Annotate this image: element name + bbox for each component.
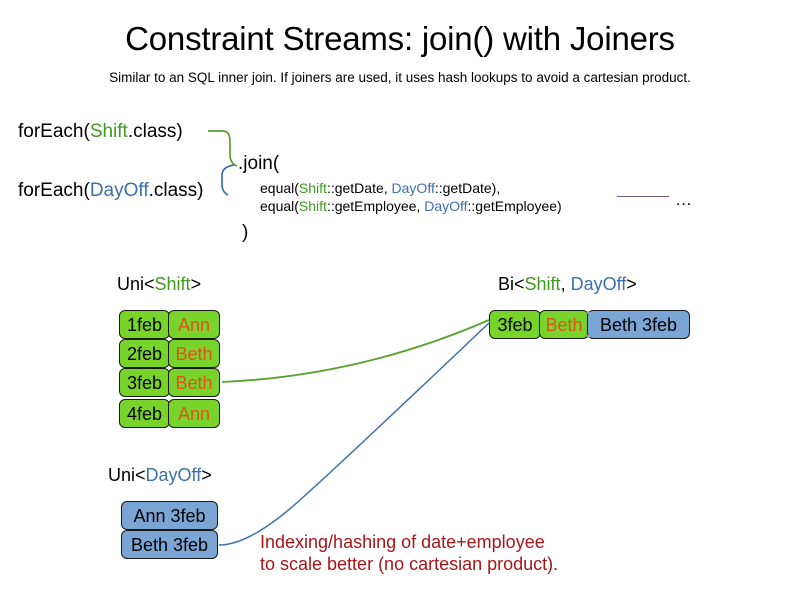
label-bi-prefix: Bi< — [498, 274, 525, 294]
shift-name-cell: Beth — [168, 368, 220, 397]
table-row: 4feb Ann — [119, 399, 220, 428]
code-equal-date-left-type: Shift — [298, 180, 327, 196]
shift-date-cell: 3feb — [119, 368, 170, 397]
bi-tuple-row: 3feb Beth Beth 3feb — [489, 310, 690, 339]
dayoff-cell: Beth 3feb — [121, 530, 218, 559]
code-foreach-shift: forEach(Shift.class) — [18, 121, 183, 143]
table-row: 1feb Ann — [119, 310, 220, 339]
code-join-close: ) — [242, 222, 249, 243]
code-equal-employee: equal(Shift::getEmployee, DayOff::getEmp… — [260, 198, 562, 214]
continuation-rule — [617, 196, 669, 197]
annotation-note: Indexing/hashing of date+employee to sca… — [260, 531, 558, 575]
bi-shift-name-cell: Beth — [539, 310, 589, 339]
code-foreach-shift-prefix: forEach( — [18, 121, 90, 142]
page-subtitle: Similar to an SQL inner join. If joiners… — [109, 70, 691, 85]
shift-date-cell: 4feb — [119, 399, 170, 428]
code-foreach-shift-type: Shift — [89, 121, 128, 142]
connector-shift-to-join-icon — [208, 130, 238, 167]
code-equal-employee-prefix: equal( — [260, 198, 299, 214]
list-item: Beth 3feb — [121, 530, 218, 559]
label-uni-shift-prefix: Uni< — [117, 274, 155, 294]
label-bi-type-shift: Shift — [524, 274, 561, 294]
annotation-line-2: to scale better (no cartesian product). — [260, 554, 559, 574]
code-foreach-dayoff-suffix: .class) — [148, 180, 204, 201]
dayoff-cell: Ann 3feb — [121, 501, 218, 530]
code-equal-date-left-rest: ::getDate, — [326, 180, 392, 196]
code-ellipsis: … — [675, 190, 692, 209]
code-equal-date-prefix: equal( — [260, 180, 299, 196]
code-join-open: .join( — [238, 153, 280, 174]
label-uni-dayoff-prefix: Uni< — [108, 465, 146, 485]
code-foreach-dayoff-prefix: forEach( — [18, 180, 90, 201]
label-bi-separator: , — [560, 274, 571, 294]
code-equal-employee-left-rest: ::getEmployee, — [326, 198, 425, 214]
code-foreach-dayoff: forEach(DayOff.class) — [18, 180, 204, 202]
shift-date-cell: 1feb — [119, 310, 170, 339]
join-corner-dot — [587, 335, 590, 338]
list-item: Ann 3feb — [121, 501, 218, 530]
code-equal-date: equal(Shift::getDate, DayOff::getDate), — [260, 180, 500, 196]
label-bi-suffix: > — [626, 274, 637, 294]
label-uni-shift: Uni<Shift> — [117, 274, 201, 295]
annotation-line-1: Indexing/hashing of date+employee — [260, 532, 545, 552]
code-equal-employee-right-rest: ::getEmployee) — [467, 198, 562, 214]
shift-name-cell: Beth — [168, 339, 220, 368]
connector-shift-row-to-bi-icon — [221, 319, 490, 383]
join-corner-dot — [587, 311, 590, 314]
code-equal-date-right-type: DayOff — [391, 180, 435, 196]
label-bi-type-dayoff: DayOff — [570, 274, 627, 294]
label-uni-dayoff-suffix: > — [201, 465, 212, 485]
table-row: 3feb Beth — [119, 368, 220, 397]
connector-dayoff-to-join-icon — [221, 164, 235, 196]
code-foreach-dayoff-type: DayOff — [89, 180, 149, 201]
bi-dayoff-cell: Beth 3feb — [587, 310, 690, 339]
shift-name-cell: Ann — [168, 310, 220, 339]
code-foreach-shift-suffix: .class) — [127, 121, 183, 142]
label-uni-dayoff: Uni<DayOff> — [108, 465, 212, 486]
code-equal-employee-right-type: DayOff — [424, 198, 468, 214]
shift-name-cell: Ann — [168, 399, 220, 428]
label-uni-shift-type: Shift — [154, 274, 191, 294]
label-uni-dayoff-type: DayOff — [145, 465, 202, 485]
label-uni-shift-suffix: > — [190, 274, 202, 294]
code-equal-employee-left-type: Shift — [298, 198, 327, 214]
table-row: 2feb Beth — [119, 339, 220, 368]
bi-shift-date-cell: 3feb — [489, 310, 541, 339]
shift-date-cell: 2feb — [119, 339, 170, 368]
page-title: Constraint Streams: join() with Joiners — [125, 20, 675, 57]
label-bi-stream: Bi<Shift, DayOff> — [498, 274, 637, 295]
code-equal-date-right-rest: ::getDate), — [434, 180, 501, 196]
connector-dayoff-row-to-bi-icon — [218, 321, 491, 546]
